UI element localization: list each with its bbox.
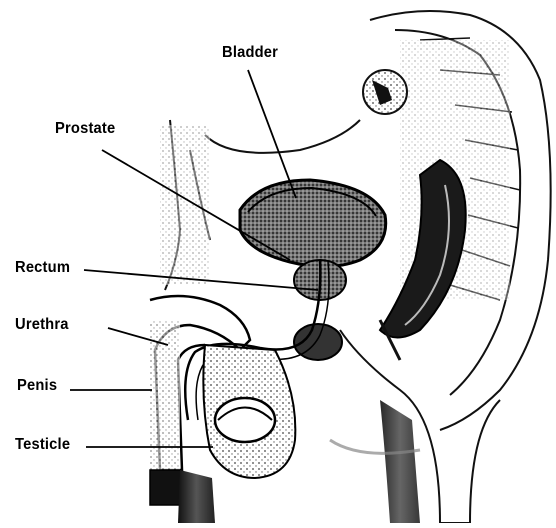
label-penis: Penis (17, 377, 57, 395)
label-testicle: Testicle (15, 436, 70, 454)
label-prostate: Prostate (55, 120, 115, 138)
label-urethra: Urethra (15, 316, 69, 334)
rectum-shape (380, 160, 466, 360)
bladder-shape (240, 180, 386, 267)
leader-bladder (248, 70, 296, 198)
testicle-shape (203, 345, 295, 478)
label-bladder: Bladder (222, 44, 278, 62)
wall-texture (160, 125, 210, 285)
label-rectum: Rectum (15, 259, 70, 277)
